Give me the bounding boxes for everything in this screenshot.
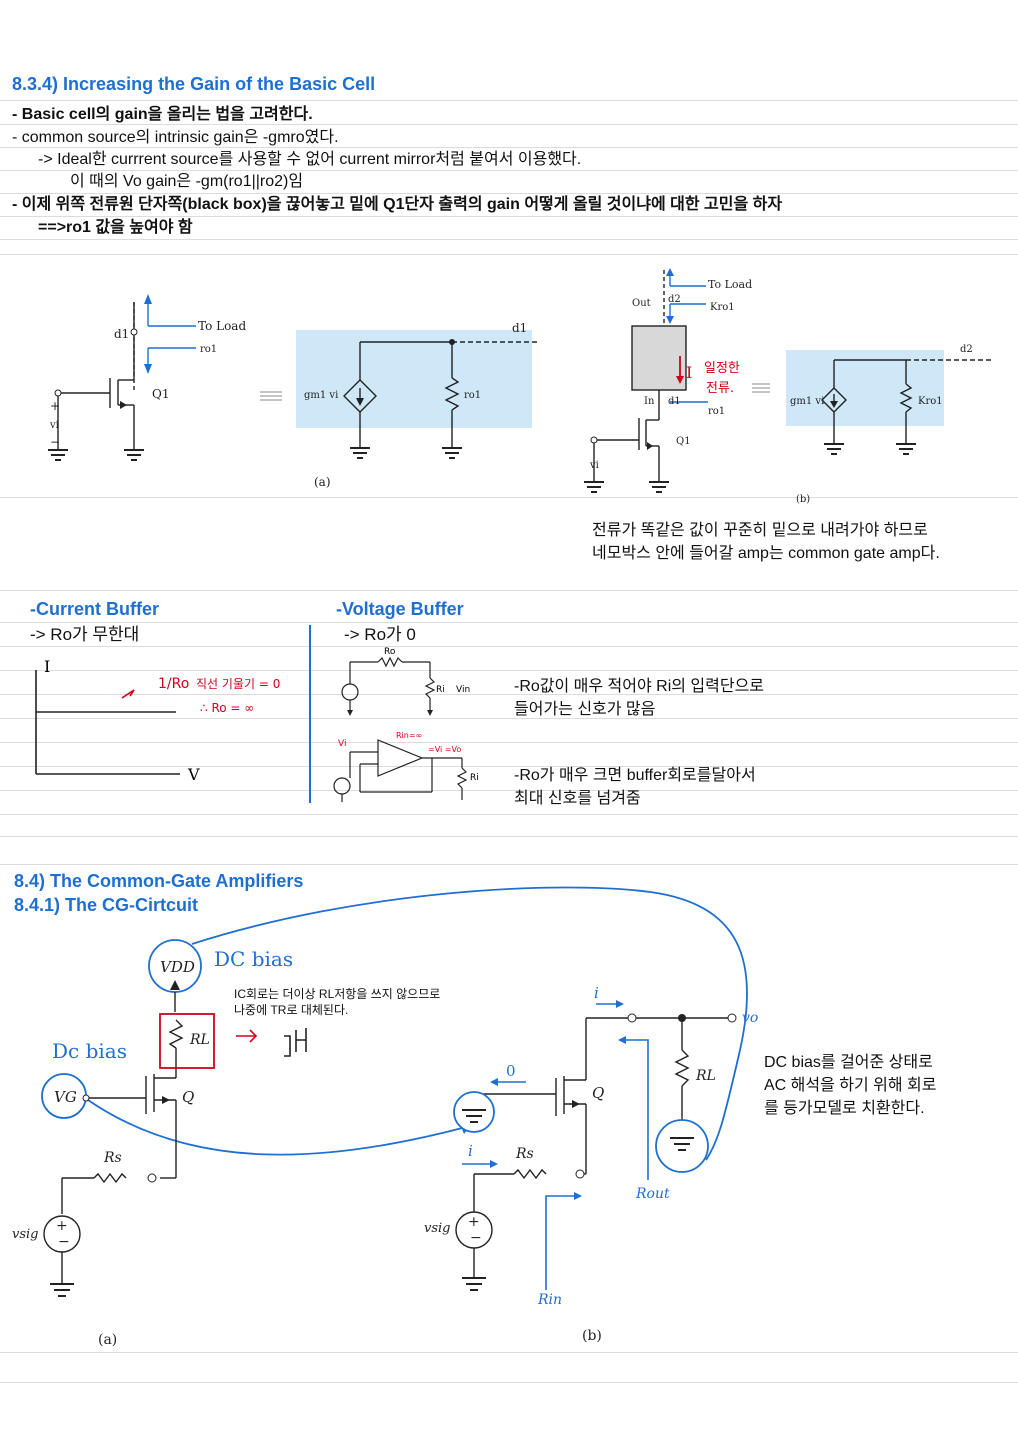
label-vsig: vsig	[12, 1227, 39, 1242]
caption-b: (b)	[582, 1328, 602, 1344]
caption-b: (b)	[796, 494, 810, 505]
hand-current-i: I	[686, 363, 692, 382]
voltage-buffer-title: -Voltage Buffer	[336, 599, 464, 619]
label-d2: d2	[668, 294, 681, 305]
text-line: - Basic cell의 gain을 올리는 법을 고려한다.	[12, 106, 313, 123]
label-minus: −	[50, 435, 60, 449]
label-q1: Q1	[152, 387, 169, 401]
cg-circuit-diagram: VDD DC bias RL Q Rs vsig + − (a) VG Dc b…	[12, 886, 758, 1348]
hand-note: 일정한	[704, 361, 740, 376]
caption-a: (a)	[98, 1332, 117, 1348]
voltage-note: -Ro가 매우 크면 buffer회로를달아서	[514, 767, 756, 784]
current-buffer-graph: I V 1/Ro 직선 기울기 = 0 ∴ Ro = ∞	[35, 657, 280, 784]
label-rs-b: Rs	[515, 1146, 534, 1162]
text-line: ==>ro1 값을 높여야 함	[38, 219, 193, 236]
label-i-2: i	[468, 1142, 473, 1160]
label-ro: Ro	[384, 647, 396, 657]
section-subtitle: 8.4.1) The CG-Cirtcuit	[14, 895, 199, 915]
label-i: i	[594, 984, 599, 1002]
voltage-note: 최대 신호를 넘겨줌	[514, 790, 641, 807]
ic-note: IC회로는 더이상 RL저항을 쓰지 않으므로	[234, 987, 441, 1001]
voltage-buffer-circuit: Ro Ri Vin Vi Rin=∞ =Vi =Vo Ri	[333, 647, 479, 802]
text-line: 이 때의 Vo gain은 -gm(ro1||ro2)임	[70, 173, 304, 190]
label-q: Q	[182, 1088, 194, 1106]
label-gm: gm1 vi	[790, 396, 824, 407]
figure-note: 전류가 똑같은 값이 꾸준히 밑으로 내려가야 하므로	[592, 522, 928, 539]
label-in: In	[644, 396, 655, 407]
label-ri-2: Ri	[470, 773, 479, 783]
voltage-buffer-sub: -> Ro가 0	[344, 625, 416, 644]
label-ro1: ro1	[708, 406, 725, 417]
label-d1: d1	[114, 327, 129, 341]
svg-text:−: −	[470, 1230, 482, 1246]
text-line: -> Ideal한 currrent source를 사용할 수 없어 curr…	[38, 151, 582, 168]
label-vdd: VDD	[160, 958, 195, 976]
label-vo-hand: =Vi =Vo	[428, 745, 461, 754]
label-rs: Rs	[103, 1150, 122, 1166]
svg-text:+: +	[56, 1218, 68, 1234]
label-rout: Rout	[635, 1186, 670, 1202]
label-kro-box: Kro1	[918, 396, 943, 407]
label-rl-b: RL	[695, 1068, 716, 1084]
label-q-b: Q	[592, 1084, 604, 1102]
cg-note: 를 등가모델로 치환한다.	[764, 1100, 925, 1117]
section-title: 8.3.4) Increasing the Gain of the Basic …	[12, 74, 376, 94]
svg-text:+: +	[468, 1214, 480, 1230]
hand-dc-bias: Dc bias	[52, 1039, 127, 1063]
label-to-load: To Load	[198, 319, 246, 333]
label-vg: VG	[54, 1088, 77, 1106]
label-gm: gm1 vi	[304, 390, 338, 401]
cg-note: AC 해석을 하기 위해 회로	[764, 1077, 937, 1094]
label-d2-box: d2	[960, 344, 973, 355]
figure-1a-circuit: d1 To Load ro1 Q1 + vi − gm1 vi ro1 d1 (…	[48, 294, 540, 489]
label-rin-hand: Rin=∞	[396, 731, 422, 740]
label-vi: vi	[49, 420, 59, 431]
label-q1: Q1	[676, 436, 691, 447]
section-title: 8.4) The Common-Gate Amplifiers	[14, 871, 304, 891]
label-ro1: ro1	[200, 344, 217, 355]
label-vin: Vin	[456, 685, 470, 695]
cg-note: DC bias를 걸어준 상태로	[764, 1054, 933, 1071]
svg-text:−: −	[58, 1234, 70, 1250]
figure-note: 네모박스 안에 들어갈 amp는 common gate amp다.	[592, 545, 940, 562]
label-out: Out	[632, 298, 651, 309]
label-zero: 0	[506, 1062, 516, 1080]
current-buffer-sub: -> Ro가 무한대	[30, 625, 140, 644]
label-to-load: To Load	[708, 278, 752, 291]
hand-note: 전류.	[706, 381, 734, 396]
label-plus: +	[50, 399, 60, 413]
text-line: - common source의 intrinsic gain은 -gmro였다…	[12, 129, 339, 146]
label-d1: d1	[668, 396, 681, 407]
hand-ro-inf: ∴ Ro = ∞	[200, 701, 254, 715]
label-vo: vo	[742, 1010, 758, 1026]
label-vi: vi	[589, 460, 599, 471]
label-vi-hand: Vi	[338, 739, 346, 749]
divider	[309, 625, 311, 803]
current-buffer-title: -Current Buffer	[30, 599, 159, 619]
caption-a: (a)	[314, 475, 331, 489]
ic-note: 나중에 TR로 대체된다.	[234, 1003, 349, 1017]
hand-dc-bias: DC bias	[214, 947, 293, 971]
voltage-note: -Ro값이 매우 적어야 Ri의 입력단으로	[514, 678, 765, 695]
label-vsig-b: vsig	[424, 1221, 451, 1236]
axis-i: I	[44, 657, 50, 676]
label-kro: Kro1	[710, 302, 735, 313]
label-rin: Rin	[537, 1292, 562, 1308]
label-d1-box: d1	[512, 321, 527, 335]
hand-slope: 1/Ro	[158, 676, 189, 692]
hand-slope-note: 직선 기울기 = 0	[196, 677, 280, 691]
label-rl: RL	[189, 1032, 210, 1048]
label-ri: Ri	[436, 685, 445, 695]
voltage-note: 들어가는 신호가 많음	[514, 701, 656, 718]
figure-1b-circuit: I 일정한 전류. To Load Kro1 Out d2 In d1 ro1 …	[584, 268, 992, 505]
axis-v: V	[187, 765, 200, 784]
label-ro1-box: ro1	[464, 390, 481, 401]
text-line: - 이제 위쪽 전류원 단자쪽(black box)을 끊어놓고 밑에 Q1단자…	[12, 196, 783, 213]
